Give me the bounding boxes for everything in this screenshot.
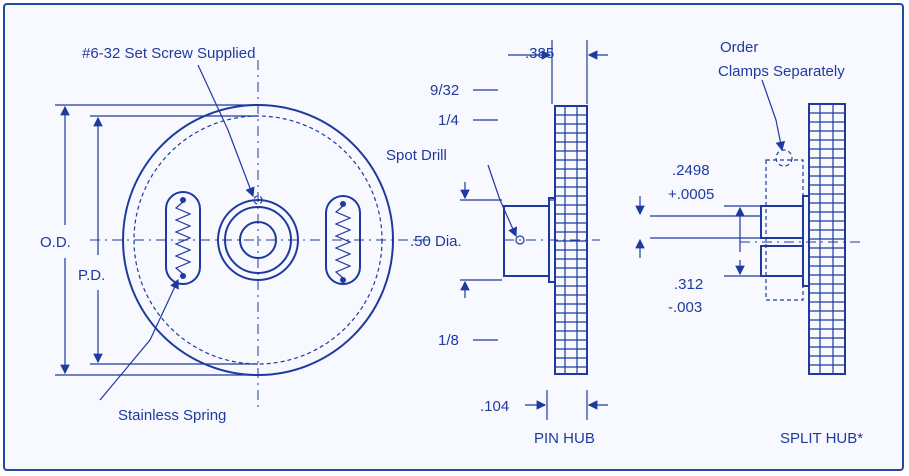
split-hub-lower xyxy=(760,245,804,277)
split-hub-upper xyxy=(760,205,804,239)
set-screw-hole xyxy=(253,195,263,205)
dim-104-label: .104 xyxy=(480,398,509,415)
drawing-frame xyxy=(3,3,904,471)
dim-385-label: .385 xyxy=(525,45,554,62)
order-label-line2: Clamps Separately xyxy=(718,63,845,80)
hub-inner-circle xyxy=(224,206,292,274)
set-screw-label: #6-32 Set Screw Supplied xyxy=(82,45,255,62)
dim-1-4-label: 1/4 xyxy=(438,112,459,129)
split-hub-side-view xyxy=(740,79,860,375)
pin-hub-body xyxy=(503,205,550,277)
pd-label: P.D. xyxy=(78,267,105,284)
spot-drill-label: Spot Drill xyxy=(386,147,447,164)
spring-slot-right xyxy=(325,195,361,285)
dim-312-label: .312 xyxy=(674,276,703,293)
dim-9-32-label: 9/32 xyxy=(430,82,459,99)
clamp-outline xyxy=(765,159,804,301)
split-hub-teeth xyxy=(809,112,845,366)
dim-003-label: -.003 xyxy=(668,299,702,316)
dim-0005-label: +.0005 xyxy=(668,186,714,203)
pin-hub-teeth xyxy=(555,114,587,368)
dia-50-label: .50 Dia. xyxy=(410,233,462,250)
pin-hub-title: PIN HUB xyxy=(534,430,595,447)
split-hub-title: SPLIT HUB* xyxy=(780,430,863,447)
dim-1-8-label: 1/8 xyxy=(438,332,459,349)
dim-2498-label: .2498 xyxy=(672,162,710,179)
pin-hub-side-view xyxy=(487,105,600,375)
spring-slot-left xyxy=(165,191,201,285)
order-label-line1: Order xyxy=(720,39,758,56)
stainless-spring-label: Stainless Spring xyxy=(118,407,226,424)
gear-front-view xyxy=(55,60,430,410)
spot-drill-hole xyxy=(515,235,525,245)
od-label: O.D. xyxy=(40,234,71,251)
bore-circle xyxy=(239,221,277,259)
hub-outer-circle xyxy=(217,199,299,281)
